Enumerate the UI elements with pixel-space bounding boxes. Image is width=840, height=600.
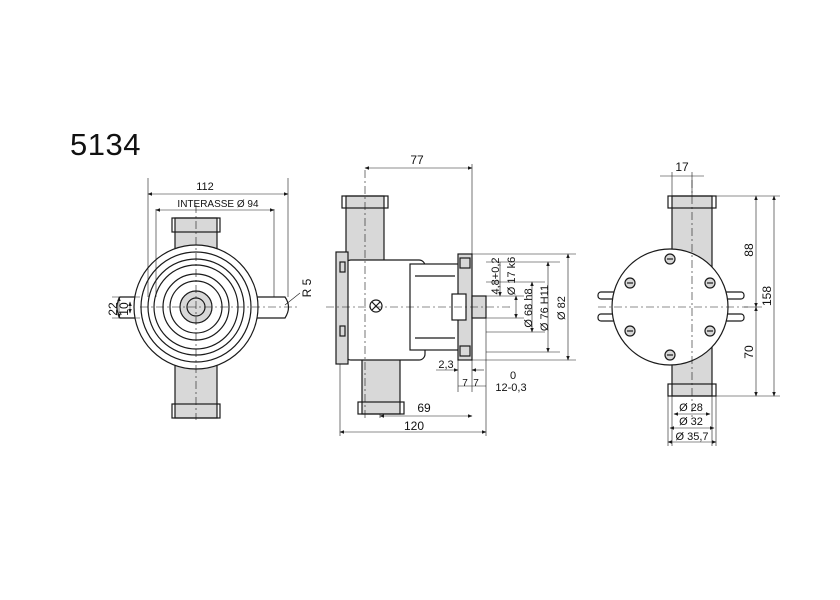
back-bolt-holes <box>624 253 716 361</box>
dim-22: 22 <box>106 302 120 316</box>
dim-17: 17 <box>675 160 689 174</box>
dim-158: 158 <box>760 286 774 306</box>
model-number: 5134 <box>70 127 141 162</box>
dim-2-3: 2,3 <box>438 359 453 371</box>
side-view: 77 4,8+0,2 Ø 17 k6 Ø 68 h8 Ø 76 H11 Ø 82… <box>326 153 576 436</box>
dim-77: 77 <box>410 153 424 167</box>
dim-flange-inner: Ø 76 H11 <box>539 285 551 331</box>
dim-70: 70 <box>742 345 756 359</box>
back-view: 17 88 158 70 Ø 28 Ø 32 Ø 35,7 <box>597 160 780 446</box>
dim-shaft-dia: Ø 17 k6 <box>506 257 518 296</box>
side-cover-plate <box>335 251 349 365</box>
dim-d35-7: Ø 35,7 <box>675 431 708 443</box>
dim-seven-right: 7 <box>473 378 479 389</box>
dim-key-width: 4,8+0,2 <box>490 257 502 294</box>
dim-flange-outer: Ø 82 <box>556 296 568 320</box>
dim-112: 112 <box>196 181 214 193</box>
dim-10: 10 <box>117 302 131 316</box>
dim-69: 69 <box>417 401 431 415</box>
dim-shaft-length: 12-0,3 <box>495 382 526 394</box>
dim-120: 120 <box>404 419 424 433</box>
dim-r5: R 5 <box>300 278 314 297</box>
dim-d28: Ø 28 <box>679 402 703 414</box>
dim-88: 88 <box>742 243 756 257</box>
dim-d32: Ø 32 <box>679 416 703 428</box>
front-view: 112 INTERASSE Ø 94 22 10 R 5 <box>106 178 314 420</box>
dim-seven-left: 7 <box>462 378 468 389</box>
dim-pilot-dia: Ø 68 h8 <box>523 288 535 327</box>
dim-interasse: INTERASSE Ø 94 <box>177 199 259 210</box>
dim-zero: 0 <box>510 370 516 382</box>
